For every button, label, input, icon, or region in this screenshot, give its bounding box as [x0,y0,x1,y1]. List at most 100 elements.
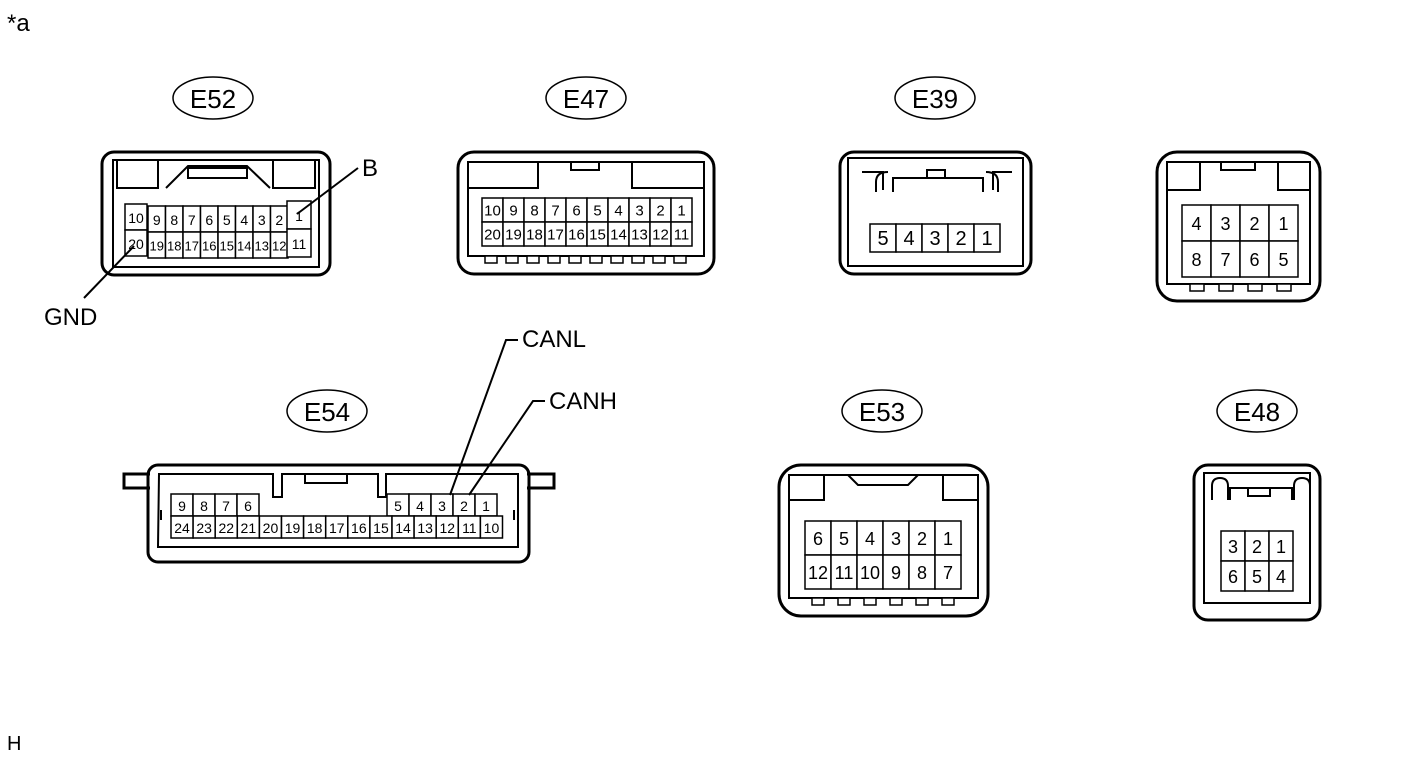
pin-number: 3 [891,529,901,549]
pin-number: 22 [218,520,234,536]
housing-key [1167,162,1310,191]
pin-number: 15 [373,520,389,536]
pin-number: 21 [241,520,257,536]
terminal-foot [652,255,666,264]
pin-number: 23 [196,520,212,536]
connector-tag-oval [841,389,923,433]
pin-cell [804,554,832,590]
pin-number: 5 [839,529,849,549]
leader-line-canh [468,400,545,496]
connector-tag: E39 [912,84,958,114]
terminal-foot [941,597,955,606]
pin-number: 14 [610,227,627,244]
pin-number: 2 [1249,214,1259,234]
housing-key [789,475,978,501]
leader-line-b [296,167,359,215]
pin-cell [973,223,1001,253]
terminal-feet [811,597,955,606]
pin-number: 10 [484,520,500,536]
pin-number: 2 [656,203,664,220]
pin-cell [856,520,884,556]
pin-number: 6 [1249,250,1259,270]
pin-number: 4 [865,529,875,549]
pin-number: 8 [530,203,538,220]
pin-number: 8 [1191,250,1201,270]
terminal-foot [889,597,903,606]
terminal-foot [610,255,624,264]
pin-number: 10 [860,563,880,583]
connector-housing [456,150,716,276]
terminal-foot [505,255,519,264]
pin-number: 4 [416,498,424,514]
pin-number: 9 [153,212,161,228]
connector-inner-frame [788,474,979,599]
connector-housing [838,150,1033,276]
pin-number: 8 [200,498,208,514]
housing-notch-left [116,160,159,189]
pin-cell [479,515,504,539]
latch-tab [1220,161,1256,171]
pin-number: 6 [1228,567,1238,587]
pin-number: 5 [223,212,231,228]
pin-number: 5 [1278,250,1288,270]
pin-cell [882,520,910,556]
pin-number: 13 [631,227,648,244]
callout-label-canl: CANL [522,326,586,353]
latch-arms [875,171,999,192]
terminal-foot [1247,283,1263,292]
pin-number: 19 [150,239,164,254]
terminal-foot [837,597,851,606]
leader-line-gnd [83,245,135,299]
pin-number: 3 [1228,537,1238,557]
latch-tab [570,161,600,171]
pin-number: 4 [1276,567,1286,587]
terminal-foot [1189,283,1205,292]
housing-latch [892,177,984,192]
connector-tag-oval [286,389,368,433]
connector-housing [1155,150,1322,303]
pin-number: 18 [307,520,323,536]
terminal-foot [673,255,687,264]
pin-number: 11 [292,236,307,252]
pin-number: 16 [568,227,585,244]
pin-cell [286,228,312,258]
housing-notches [862,171,1012,190]
pin-number: 1 [1278,214,1288,234]
pin-number: 13 [417,520,433,536]
pin-number: 20 [484,227,501,244]
pin-number: 8 [917,563,927,583]
terminal-foot [568,255,582,264]
connector-tag: E53 [859,397,905,427]
pin-number: 3 [1220,214,1230,234]
connector-tag-oval [894,76,976,120]
pin-number: 18 [526,227,543,244]
latch-tab [187,167,248,179]
pin-number: 5 [394,498,402,514]
pin-cell [1210,204,1241,242]
pin-cell [908,520,936,556]
pin-number: 16 [351,520,367,536]
pin-cell [1268,240,1299,278]
pin-number: 3 [258,212,266,228]
terminal-feet [1189,283,1292,292]
housing-notch-right [272,160,316,189]
pin-number: 1 [482,498,490,514]
pin-number: 7 [551,203,559,220]
connector-inner-frame [1203,472,1311,604]
pin-number: 13 [255,239,269,254]
pin-cell [804,520,832,556]
pin-number: 9 [178,498,186,514]
pin-cell [908,554,936,590]
pin-number: 24 [174,520,190,536]
